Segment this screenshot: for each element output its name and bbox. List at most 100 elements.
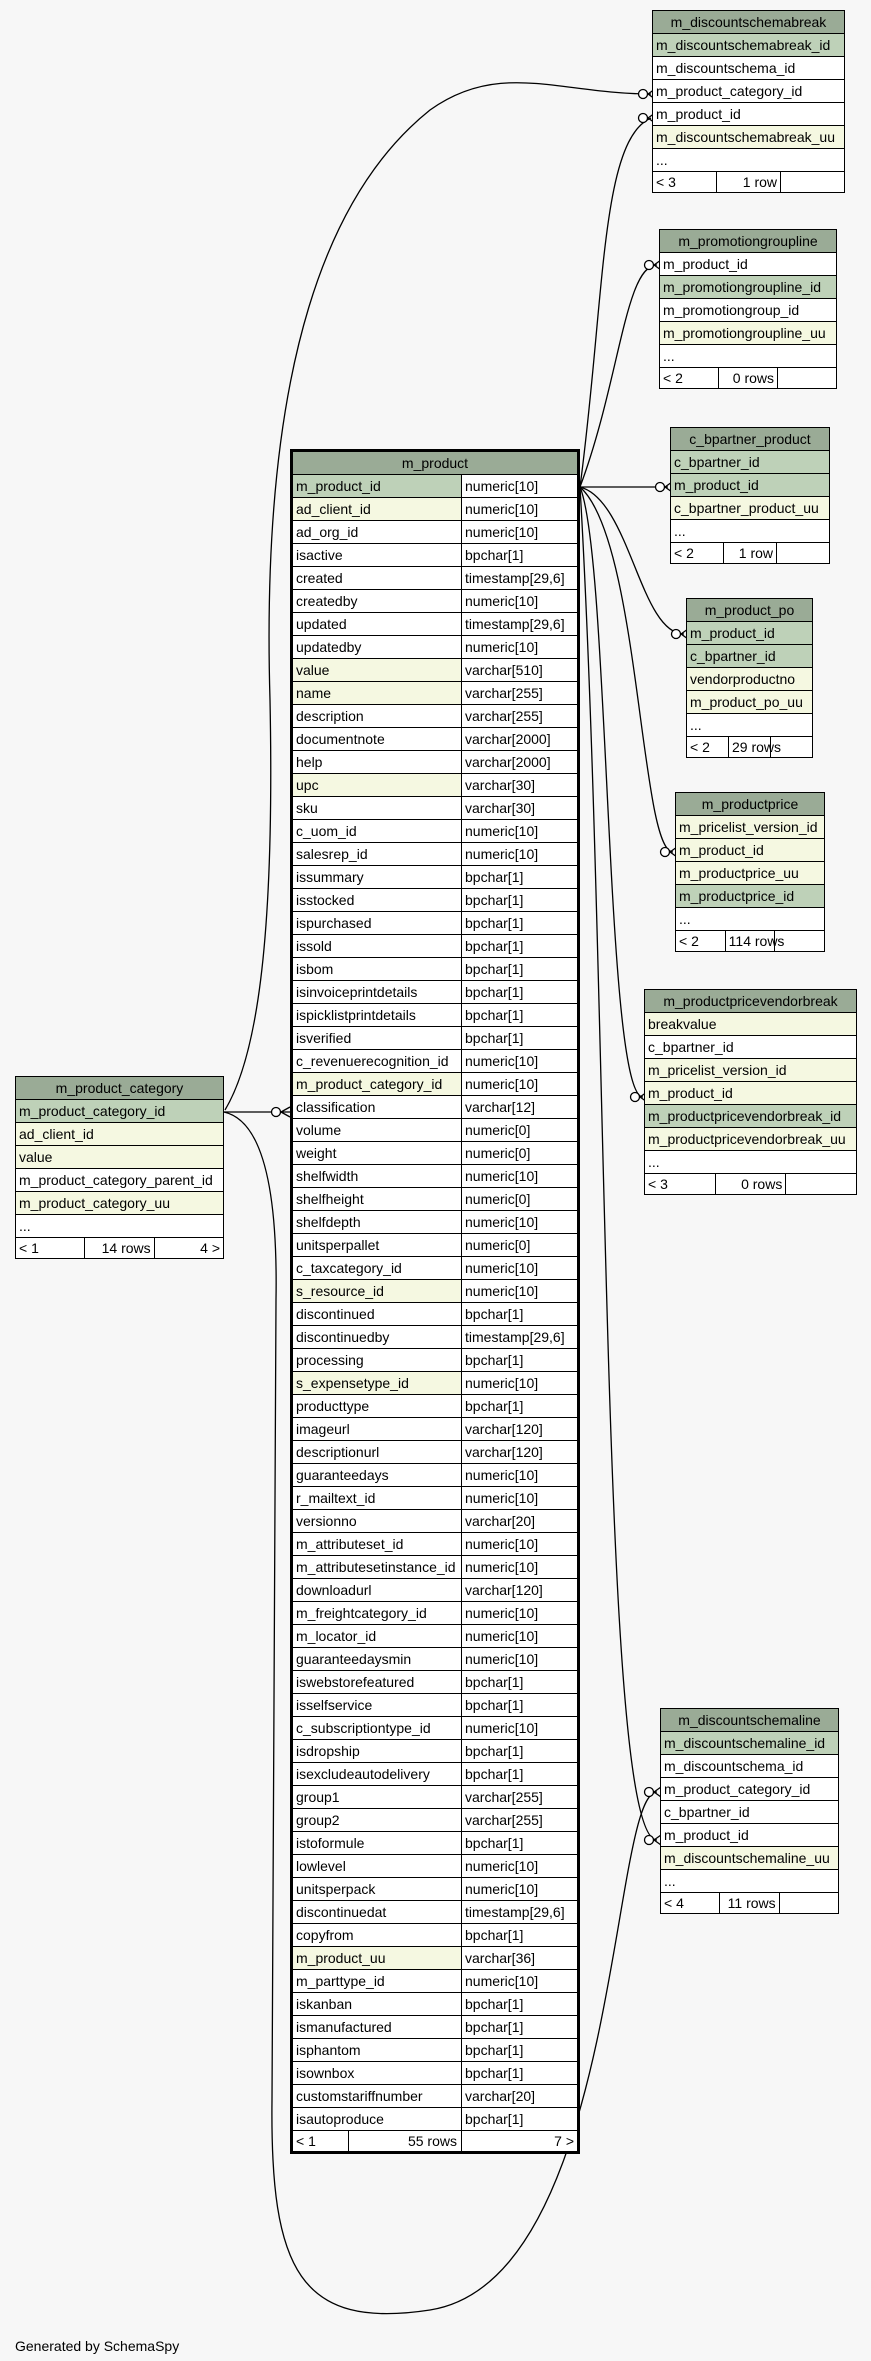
column-name: m_pricelist_version_id (675, 815, 825, 839)
column-name: m_product_category_id (15, 1099, 224, 1123)
column-type: timestamp[29,6] (460, 1325, 580, 1349)
parents-count[interactable]: < 2 (670, 542, 724, 564)
parents-count[interactable]: < 1 (293, 2131, 349, 2151)
parents-count[interactable]: < 4 (659, 1892, 721, 1914)
children-count[interactable] (778, 1892, 840, 1914)
column-name: shelfwidth (291, 1164, 462, 1188)
children-count[interactable] (770, 736, 813, 758)
column-name: guaranteedaysmin (291, 1647, 462, 1671)
parents-count[interactable]: < 3 (644, 1173, 716, 1195)
fk-line-productprice-product (579, 486, 674, 853)
column-name: m_locator_id (291, 1624, 462, 1648)
column-type: varchar[36] (460, 1946, 580, 1970)
table-row: m_discountschema_id (652, 56, 845, 80)
column-name: m_product_category_uu (15, 1191, 224, 1215)
children-count[interactable] (776, 542, 830, 564)
fk-marker (670, 628, 682, 640)
table-row: m_promotiongroup_id (659, 298, 837, 322)
children-count[interactable] (780, 171, 845, 193)
column-name: m_attributeset_id (291, 1532, 462, 1556)
children-count[interactable]: 4 > (153, 1237, 225, 1259)
parents-count[interactable]: < 2 (659, 367, 719, 389)
column-type: numeric[10] (460, 1371, 580, 1395)
column-name: isexcludeautodelivery (291, 1762, 462, 1786)
parents-count[interactable]: < 2 (686, 736, 729, 758)
children-count[interactable] (774, 930, 825, 952)
table-title: m_product_po (686, 598, 813, 622)
row-count: 11 rows (719, 1892, 780, 1914)
table-row: c_bpartner_id (644, 1035, 857, 1059)
children-count[interactable]: 7 > (460, 2130, 580, 2153)
column-name: c_bpartner_id (686, 644, 813, 668)
column-name: updated (291, 612, 462, 636)
column-name: ... (675, 907, 825, 931)
row-count: 1 row (723, 542, 777, 564)
table-row: ... (659, 344, 837, 368)
column-name: c_bpartner_product_uu (670, 496, 830, 520)
column-name: ... (686, 713, 813, 737)
column-name: imageurl (291, 1417, 462, 1441)
column-name: m_promotiongroup_id (659, 298, 837, 322)
column-type: numeric[10] (460, 497, 580, 521)
table-row: m_product_id (652, 102, 845, 126)
table-row: m_product_category_id (660, 1777, 839, 1801)
column-type: bpchar[1] (460, 1739, 580, 1763)
column-name: m_product_id (686, 621, 813, 645)
children-count[interactable] (785, 1173, 857, 1195)
column-name: m_discountschemabreak_id (652, 33, 845, 57)
table-row: m_productprice_id (675, 884, 825, 908)
parents-count[interactable]: < 1 (14, 1237, 86, 1259)
column-name: ... (670, 519, 830, 543)
column-name: vendorproductno (686, 667, 813, 691)
column-name: versionno (291, 1509, 462, 1533)
column-name: isinvoiceprintdetails (291, 980, 462, 1004)
row-count: 0 rows (718, 367, 778, 389)
column-type: varchar[12] (460, 1095, 580, 1119)
table-row: c_bpartner_id (660, 1800, 839, 1824)
column-name: m_productpricevendorbreak_uu (644, 1127, 857, 1151)
column-name: isautoproduce (291, 2107, 462, 2131)
column-name: s_expensetype_id (291, 1371, 462, 1395)
column-type: numeric[10] (460, 1854, 580, 1878)
column-name: description (291, 704, 462, 728)
children-count[interactable] (777, 367, 837, 389)
column-name: unitsperpack (291, 1877, 462, 1901)
table-row: ... (652, 148, 845, 172)
column-type: numeric[10] (460, 1072, 580, 1096)
column-type: numeric[10] (460, 1877, 580, 1901)
table-row: m_product_id (686, 621, 813, 645)
row-count: 0 rows (714, 1173, 787, 1195)
column-name: c_uom_id (291, 819, 462, 843)
parents-count[interactable]: < 3 (652, 171, 717, 193)
table-title: m_discountschemabreak (652, 10, 845, 34)
column-type: bpchar[1] (460, 2015, 580, 2039)
column-name: iskanban (291, 1992, 462, 2016)
column-type: varchar[20] (460, 1509, 580, 1533)
column-type: numeric[10] (460, 635, 580, 659)
fk-marker (637, 112, 649, 124)
column-name: m_product_category_parent_id (15, 1168, 224, 1192)
column-type: bpchar[1] (460, 1693, 580, 1717)
fk-marker (637, 88, 649, 100)
parents-count[interactable]: < 2 (675, 930, 726, 952)
